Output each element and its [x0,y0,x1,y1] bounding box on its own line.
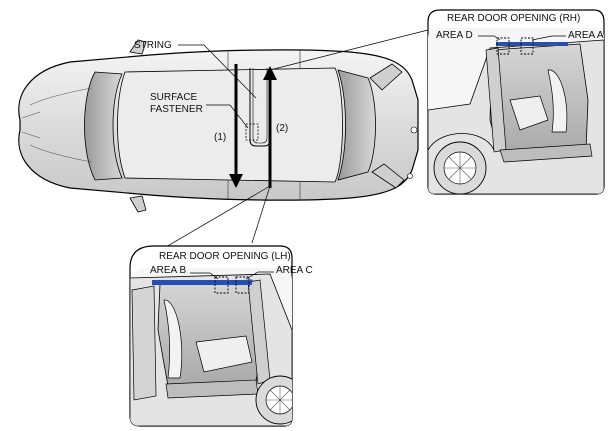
fastener-label: FASTENER [150,104,203,115]
left-mirror [129,39,147,55]
string-label: STRING [134,40,172,51]
lh-area-b-box [214,276,229,294]
lh-fastener-strip [152,280,252,285]
rh-inset-title: REAR DOOR OPENING (RH) [447,13,580,24]
arrow-1 [229,64,243,188]
area-d-label: AREA D [436,30,473,41]
arrow-2 [263,66,277,188]
rear-door-open-rh [369,63,403,91]
step-2-label: (2) [276,123,288,134]
rh-fastener-strip [496,42,568,46]
surface-label: SURFACE [150,92,198,103]
car-top-view [18,39,419,213]
lh-inset [129,245,293,427]
right-mirror [129,195,147,213]
area-a-label: AREA A [568,30,604,41]
windshield [84,71,123,181]
rear-door-open-lh [371,163,405,189]
area-c-label: AREA C [276,265,313,276]
step-1-label: (1) [214,132,226,143]
lh-inset-title: REAR DOOR OPENING (LH) [159,251,291,262]
roof-panel [117,67,343,183]
rear-window [337,69,376,181]
area-b-label: AREA B [150,265,186,276]
lh-area-c-box [235,276,250,294]
rh-inset [427,9,605,195]
